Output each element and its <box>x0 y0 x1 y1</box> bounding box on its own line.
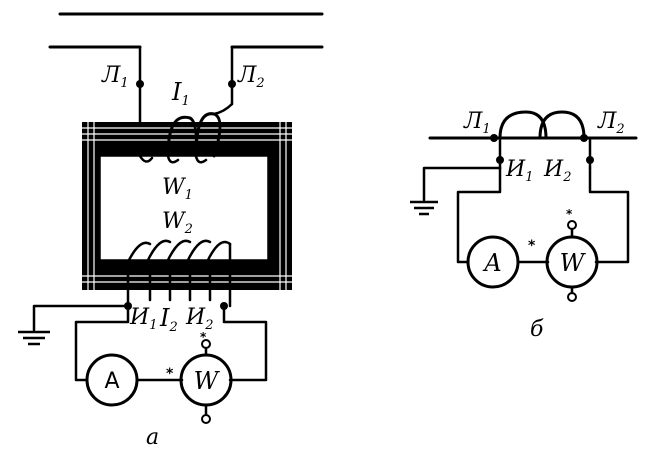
terminal-i2-dot-right <box>586 156 594 164</box>
caption-a: а <box>146 425 159 450</box>
measuring-loop-right <box>588 166 630 264</box>
label-i2-terminal: И2 <box>185 305 213 333</box>
polarity-mark-voltage-right: * <box>566 207 573 221</box>
polarity-mark-current-right: * <box>528 238 536 254</box>
wattmeter-label-right: W <box>560 249 587 277</box>
secondary-winding-coil <box>126 239 232 308</box>
label-w1: W1 <box>162 175 193 203</box>
ground-wire-right <box>422 166 502 202</box>
ground-wire-left <box>32 304 130 332</box>
measuring-loop-left <box>456 166 502 264</box>
caption-b: б <box>530 317 544 342</box>
polarity-mark-current: * <box>166 366 174 382</box>
ammeter-label: A <box>104 369 119 394</box>
core-laminations <box>82 122 292 290</box>
wattmeter-terminal-bottom <box>201 414 211 424</box>
ground-icon <box>18 330 50 346</box>
primary-lead-right-bend <box>212 102 234 116</box>
core-window-edge <box>99 155 269 261</box>
terminal-l2-dot-right <box>580 134 588 142</box>
label-i1-current: I1 <box>171 78 190 109</box>
secondary-loop-right <box>222 304 268 382</box>
primary-winding-coil <box>138 112 222 164</box>
ammeter-label-right: A <box>482 249 501 277</box>
label-i1-terminal: И1 <box>129 305 157 333</box>
right-circuit: Л1 Л2 И1 И2 A W * * б <box>410 109 638 342</box>
primary-winding-loop-1 <box>498 110 548 140</box>
left-circuit: Л1 Л2 I1 W1 W2 И1 I2 И2 A W * * а <box>18 12 324 450</box>
label-l1-right: Л1 <box>463 109 491 137</box>
label-i2-current: I2 <box>159 304 178 335</box>
terminal-i1-dot-right <box>496 156 504 164</box>
label-l2: Л2 <box>237 63 265 91</box>
label-l2-right: Л2 <box>597 109 625 137</box>
ammeter-symbol-right <box>466 235 520 289</box>
terminal-l1-dot-right <box>490 134 498 142</box>
ground-icon-right <box>410 200 438 216</box>
wattmeter-terminal-bottom-right <box>567 292 577 302</box>
terminal-l2-dot <box>228 80 236 88</box>
secondary-loop-left <box>74 304 130 382</box>
primary-winding-loop-2 <box>538 110 586 140</box>
wattmeter-terminal-top-right <box>567 220 577 230</box>
terminal-l1-dot <box>136 80 144 88</box>
label-i1-terminal-right: И1 <box>505 157 533 185</box>
polarity-mark-voltage: * <box>200 330 207 344</box>
wattmeter-label: W <box>194 367 221 395</box>
label-l1: Л1 <box>101 63 129 91</box>
wattmeter-terminal-top <box>201 339 211 349</box>
ammeter-symbol <box>85 353 139 407</box>
core-window <box>100 156 268 260</box>
label-i2-terminal-right: И2 <box>543 157 571 185</box>
label-w2: W2 <box>162 209 193 237</box>
